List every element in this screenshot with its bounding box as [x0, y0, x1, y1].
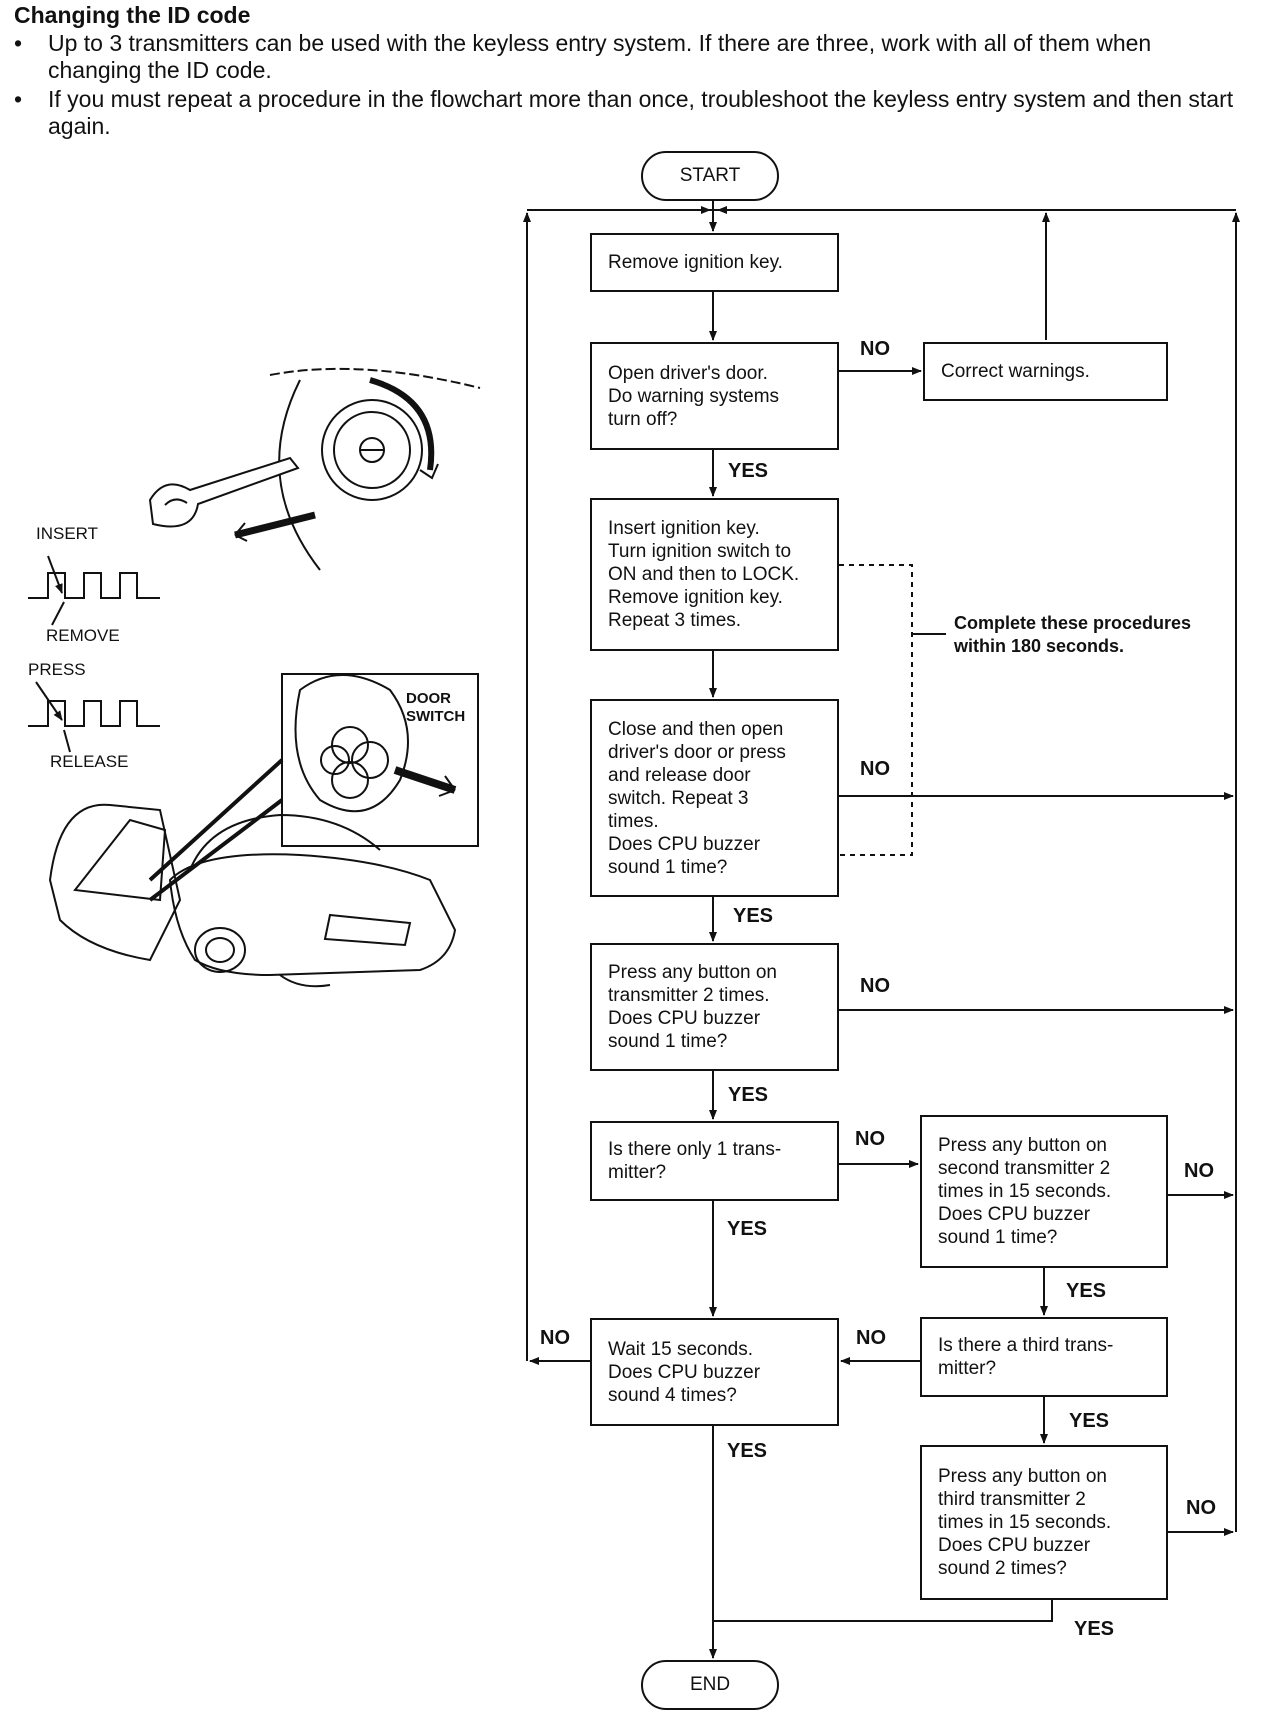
insert-label: INSERT	[36, 524, 99, 543]
no-label: NO	[1184, 1160, 1214, 1182]
yes-label: YES	[1069, 1410, 1110, 1432]
time-limit-note: Complete these procedures within 180 sec…	[954, 613, 1192, 656]
no-label: NO	[856, 1327, 886, 1349]
remove-key-box: Remove ignition key.	[590, 233, 839, 292]
page-heading: Changing the ID code	[14, 2, 251, 28]
yes-label: YES	[727, 1440, 768, 1462]
remove-label: REMOVE	[46, 626, 120, 645]
instruction-item: If you must repeat a procedure in the fl…	[10, 86, 1250, 140]
waveform-press-release	[28, 681, 160, 753]
press-label: PRESS	[28, 660, 86, 679]
second-transmitter-box: Press any button on second transmitter 2…	[920, 1115, 1168, 1268]
yes-label: YES	[728, 460, 769, 482]
waveform-insert-remove	[28, 555, 160, 626]
open-door-box: Open driver's door. Do warning systems t…	[590, 342, 839, 450]
insert-key-box: Insert ignition key. Turn ignition switc…	[590, 498, 839, 651]
end-terminal: END	[641, 1660, 779, 1710]
wait-box: Wait 15 seconds. Does CPU buzzer sound 4…	[590, 1318, 839, 1426]
third-transmitter-box: Press any button on third transmitter 2 …	[920, 1445, 1168, 1600]
yes-label: YES	[727, 1218, 768, 1240]
press-button-box: Press any button on transmitter 2 times.…	[590, 943, 839, 1071]
door-switch-label: DOOR SWITCH	[406, 690, 466, 725]
car-illustration	[48, 758, 457, 988]
start-label: START	[679, 165, 741, 186]
no-label: NO	[860, 338, 890, 360]
release-label: RELEASE	[50, 752, 129, 771]
close-open-door-box: Close and then open driver's door or pre…	[590, 699, 839, 897]
yes-label: YES	[728, 1084, 769, 1106]
instruction-item: Up to 3 transmitters can be used with th…	[10, 30, 1250, 84]
no-label: NO	[855, 1128, 885, 1150]
yes-label: YES	[733, 905, 774, 927]
arrow-thirdtx-yes	[713, 1600, 1053, 1622]
instruction-list: Up to 3 transmitters can be used with th…	[10, 30, 1250, 142]
third-transmitter-question-box: Is there a third trans- mitter?	[920, 1317, 1168, 1397]
only-one-transmitter-box: Is there only 1 trans- mitter?	[590, 1121, 839, 1201]
yes-label: YES	[1066, 1280, 1107, 1302]
no-label: NO	[860, 758, 890, 780]
yes-label: YES	[1074, 1618, 1115, 1640]
end-label: END	[689, 1674, 731, 1695]
correct-warnings-box: Correct warnings.	[923, 342, 1168, 401]
no-label: NO	[860, 975, 890, 997]
ignition-illustration	[148, 367, 481, 571]
time-bracket	[839, 564, 913, 856]
no-label: NO	[1186, 1497, 1216, 1519]
start-terminal: START	[641, 151, 779, 201]
no-label: NO	[540, 1327, 570, 1349]
